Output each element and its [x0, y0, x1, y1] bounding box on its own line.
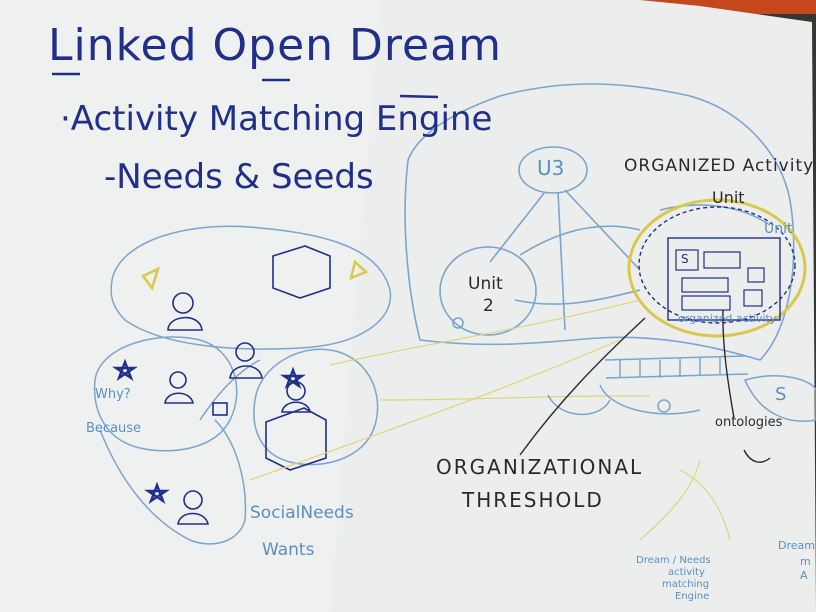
- label-dream-match-3: matching: [662, 579, 710, 590]
- label-s-circle: S: [775, 384, 787, 405]
- label-dream-match-2: activity: [668, 567, 705, 578]
- label-because: Because: [86, 421, 142, 436]
- title-underlines: [52, 72, 439, 99]
- label-dream-match-1: Dream / Needs: [636, 555, 711, 566]
- label-why: Why?: [95, 387, 131, 402]
- bullet-needs-seeds: -Needs & Seeds: [104, 157, 374, 197]
- label-unit2-line1: Unit: [468, 274, 503, 294]
- label-threshold-line2: THRESHOLD: [462, 488, 604, 512]
- star-icons: [112, 358, 306, 505]
- label-dream-match-4: Engine: [675, 591, 710, 602]
- label-ontologies: ontologies: [715, 415, 783, 430]
- community-clusters: [93, 225, 392, 545]
- matching-pipeline: [547, 355, 816, 422]
- organized-activity-circle: [627, 198, 807, 338]
- label-unit2-line2: 2: [483, 296, 494, 316]
- label-organized-activity: ORGANIZED Activity: [624, 156, 815, 176]
- bullet-activity-matching: ·Activity Matching Engine: [60, 99, 493, 139]
- label-threshold-line1: ORGANIZATIONAL: [436, 455, 644, 479]
- page-title: Linked Open Dream: [48, 20, 502, 71]
- annotation-leaders: [519, 309, 771, 463]
- label-s-box: S: [681, 252, 689, 266]
- connection-threads: [249, 299, 731, 541]
- label-dream-right-3: A: [800, 569, 808, 582]
- label-unit-right: Unit: [764, 221, 793, 237]
- u3-enclosure: [404, 83, 795, 361]
- label-social-needs: SocialNeeds: [250, 503, 354, 523]
- label-dream-right-2: m: [800, 555, 811, 568]
- label-dream-right-1: Dream: [778, 539, 815, 552]
- people-sketches: [164, 245, 331, 525]
- label-wants: Wants: [262, 540, 315, 560]
- triangle-markers: [141, 259, 369, 291]
- label-u3: U3: [537, 156, 565, 180]
- label-organized-activity-small: organized activity: [678, 312, 777, 325]
- label-unit-top: Unit: [712, 188, 745, 207]
